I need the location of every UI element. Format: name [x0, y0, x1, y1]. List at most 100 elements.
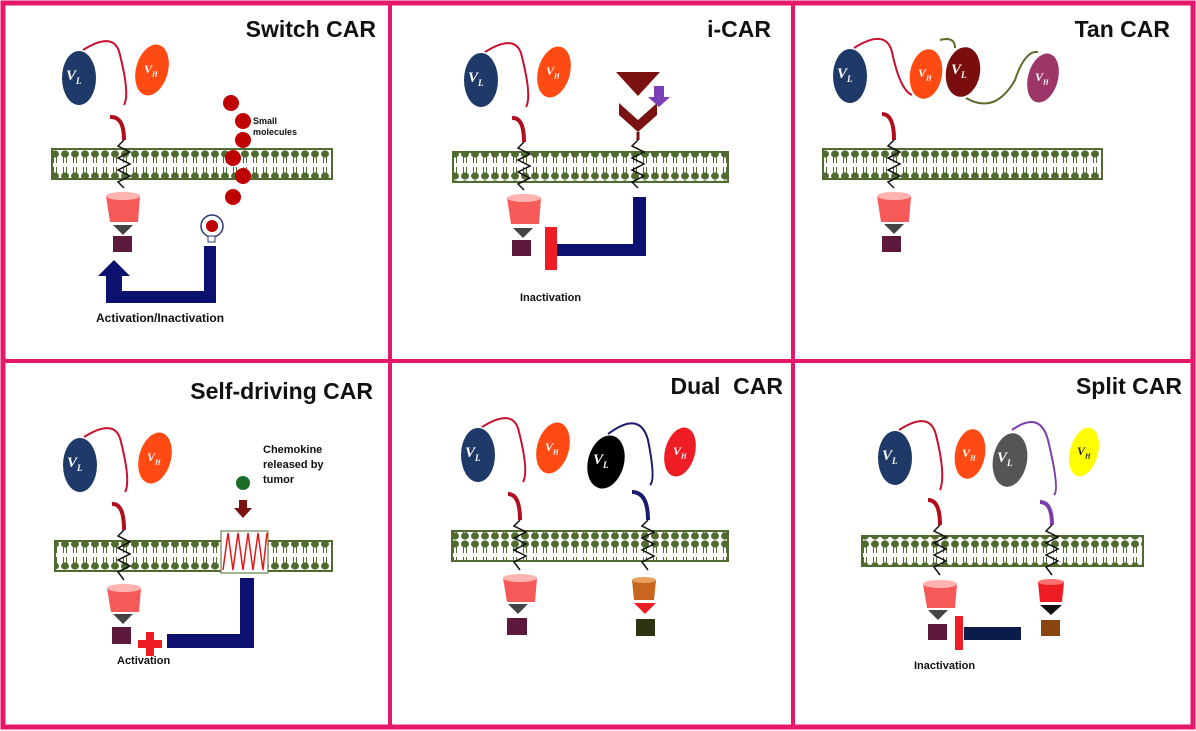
- vh2-domain: [1069, 427, 1099, 477]
- signal-square-2: [1041, 620, 1060, 636]
- panel-dual-car: [451, 417, 729, 636]
- inhibitory-receptor: [619, 103, 657, 132]
- spring-icon: [1044, 524, 1060, 576]
- costim-domain: [106, 196, 140, 222]
- arrow-icon: [98, 246, 216, 303]
- vl-domain: [833, 49, 867, 103]
- membrane: [861, 535, 1144, 567]
- hinge: [109, 114, 126, 141]
- spring-icon: [512, 519, 528, 571]
- vh-label: VH: [1077, 444, 1091, 461]
- vh2-domain: [664, 427, 696, 477]
- costim-top: [877, 192, 911, 200]
- signal-triangle: [113, 225, 133, 235]
- panel-self-driving-car: [54, 427, 333, 656]
- membrane: [452, 151, 729, 183]
- costim-top: [923, 580, 957, 588]
- panel-title-i-car: i-CAR: [707, 16, 771, 42]
- costim-top: [507, 194, 541, 202]
- vl-label: VL: [837, 66, 853, 84]
- vl-label: VL: [882, 448, 898, 466]
- vh-label: VH: [546, 64, 560, 81]
- panel-title-switch-car: Switch CAR: [245, 16, 376, 42]
- costim-domain: [877, 196, 911, 222]
- vh-domain: [537, 46, 571, 98]
- hinge: [507, 492, 522, 521]
- small-molecule: [235, 132, 251, 148]
- small-molecules-label: Small molecules: [253, 116, 298, 137]
- signal-triangle: [113, 614, 133, 624]
- vh-label: VH: [545, 440, 559, 457]
- signal-square: [928, 624, 947, 640]
- vh-domain: [135, 44, 169, 96]
- vh-label: VH: [962, 446, 976, 463]
- hinge: [111, 502, 126, 531]
- signal-square: [113, 236, 132, 252]
- signal-triangle: [928, 610, 948, 620]
- signal-square: [882, 236, 901, 252]
- vl2-domain: [945, 47, 981, 97]
- hinge-2: [1039, 500, 1054, 526]
- chemokine: [236, 476, 250, 490]
- bound-molecule: [206, 220, 218, 232]
- vh-domain: [536, 422, 570, 474]
- signal-square-2: [636, 619, 655, 636]
- spring-icon: [516, 141, 532, 191]
- vl-label: VL: [468, 70, 484, 88]
- membrane: [54, 540, 333, 572]
- signal-square: [112, 627, 131, 644]
- small-molecule: [225, 189, 241, 205]
- costim-domain: [107, 588, 141, 612]
- vl2-domain: [992, 433, 1028, 487]
- inhibitory-ligand: [616, 72, 660, 96]
- tandem-linker-1: [939, 38, 956, 49]
- panel-title-tan-car: Tan CAR: [1074, 16, 1170, 42]
- signal-triangle: [884, 224, 904, 234]
- chemokine-receptor-helices: [222, 532, 268, 571]
- vl-label: VL: [997, 450, 1013, 468]
- costim-domain: [507, 198, 541, 224]
- inhibition-block: [955, 616, 963, 650]
- hinge-2: [631, 490, 650, 521]
- activation-inactivation-label: Activation/Inactivation: [96, 311, 225, 325]
- vl-domain: [63, 438, 97, 492]
- vl-label: VL: [465, 445, 481, 463]
- chemokine-label: Chemokine released by tumor: [263, 444, 324, 486]
- small-molecule: [223, 95, 239, 111]
- vh-domain: [138, 432, 172, 484]
- arrow-icon: [648, 86, 670, 107]
- activation-bar: [167, 578, 254, 648]
- plus-icon: [138, 632, 162, 656]
- costim-top: [107, 584, 141, 592]
- small-molecule: [235, 113, 251, 129]
- costim-top: [106, 192, 140, 200]
- spring-icon: [932, 524, 948, 576]
- spring-icon: [630, 139, 646, 189]
- panel-title-split-car: Split CAR: [1075, 373, 1182, 399]
- small-molecule: [235, 168, 251, 184]
- spring-icon: [116, 529, 132, 581]
- costim-domain-2: [1038, 582, 1064, 602]
- linker: [898, 420, 944, 491]
- vl-label: VL: [593, 452, 609, 470]
- membrane: [822, 148, 1103, 180]
- vl-domain: [62, 51, 96, 105]
- signal-triangle: [513, 228, 533, 238]
- vh-label: VH: [673, 444, 687, 461]
- panel-switch-car: [51, 40, 333, 303]
- signal-triangle-2: [1040, 605, 1062, 615]
- signal-square: [512, 240, 531, 256]
- tandem-linker-2: [965, 50, 1039, 105]
- signal-triangle: [508, 604, 528, 614]
- signal-square: [507, 618, 527, 635]
- costim-top-2: [632, 577, 656, 583]
- t-bar-icon: [557, 197, 646, 256]
- t-bar-icon: [964, 627, 1021, 640]
- vl-label: VL: [67, 455, 83, 473]
- vl-label: VL: [66, 68, 82, 86]
- vh-label: VH: [144, 62, 158, 79]
- arrow-icon: [234, 500, 252, 518]
- hinge: [927, 498, 942, 526]
- panel-i-car: [452, 42, 729, 270]
